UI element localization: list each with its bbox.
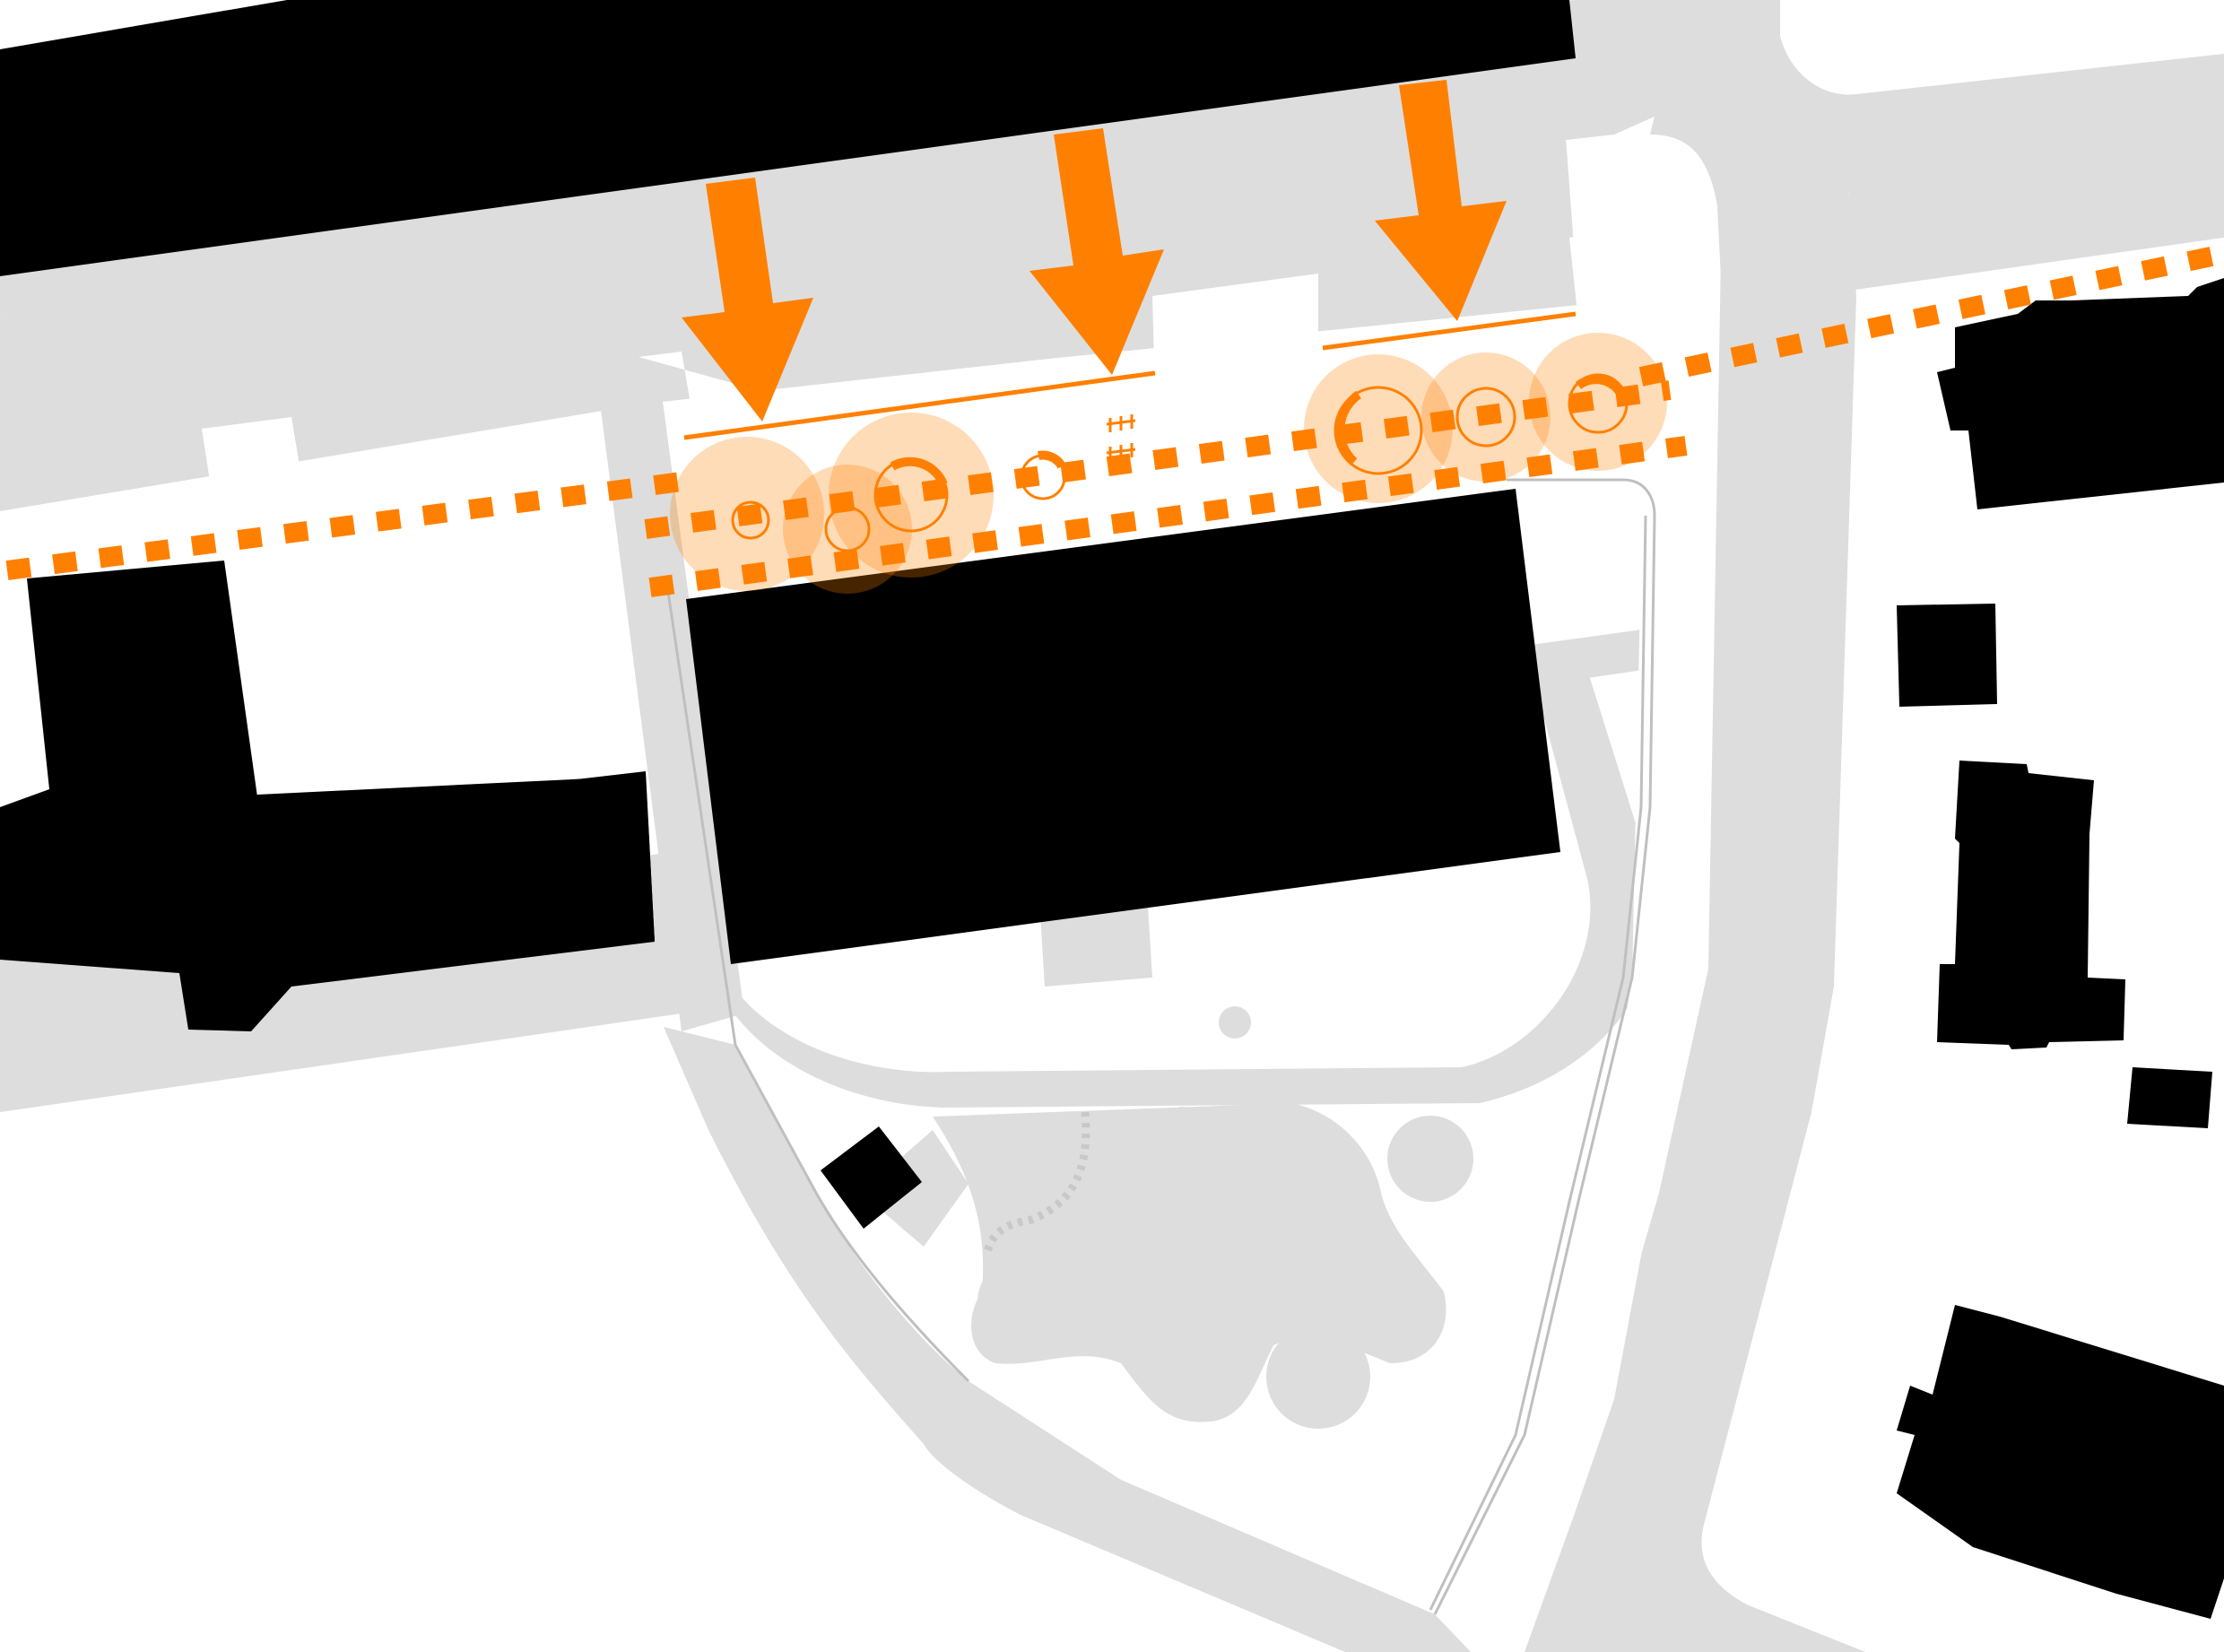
outlines — [666, 478, 1656, 1615]
building-kiosk — [821, 1126, 922, 1229]
dashed-boundary-plaza-top — [1638, 244, 2224, 387]
arrow-east — [1375, 80, 1507, 321]
tree-canopy-3 — [1125, 1266, 1251, 1392]
arc-1 — [890, 456, 948, 487]
ring-6 — [1455, 387, 1516, 448]
zone-circle-3 — [829, 413, 994, 578]
frontage-lines — [683, 311, 1577, 440]
park-meadow — [933, 1103, 1446, 1422]
dashed-boundary-plaza-bottom — [648, 436, 1688, 597]
path-outline-east — [1433, 478, 1656, 1615]
building-west-low — [0, 776, 655, 960]
tree-canopy-4 — [1266, 1325, 1370, 1429]
dashed-boundary-inner — [644, 380, 1672, 539]
building-east-3 — [1937, 761, 2125, 1049]
open-space-northwest — [202, 417, 623, 843]
road-east-main — [1638, 178, 1865, 1652]
frontage-line-1 — [683, 370, 1156, 440]
road-east-cross — [1847, 126, 2224, 285]
loop-path-ring — [708, 641, 1657, 1108]
ring-1 — [731, 500, 770, 540]
building-main — [686, 489, 1560, 964]
lane-west — [592, 341, 744, 1031]
building-east-1 — [1937, 278, 2224, 509]
zone-circle-6 — [1529, 333, 1667, 471]
arrow-center — [1029, 128, 1164, 375]
dashed-boundary-north — [5, 472, 683, 580]
bench-symbols — [1106, 414, 1136, 461]
ring-5 — [1334, 386, 1423, 475]
building-east-5 — [1897, 1305, 2224, 1619]
east-walkway — [1525, 628, 1655, 686]
bench-2 — [1106, 443, 1136, 461]
zone-circle-4 — [1304, 354, 1453, 503]
tree-canopy-5 — [1387, 1116, 1473, 1202]
curved-path-south — [664, 1027, 1471, 1652]
kiosk-forecourt — [861, 1130, 969, 1247]
building-east-2 — [1897, 604, 1997, 707]
bench-1 — [1106, 414, 1136, 432]
tree-canopy-1 — [1099, 1139, 1174, 1214]
open-space-south-east — [1435, 133, 1722, 1652]
path-outline-west — [666, 591, 970, 1383]
road-north-bend — [1646, 0, 2224, 296]
road-overlay — [1638, 0, 2224, 1652]
accent-overlays — [5, 80, 2224, 597]
approach-arrows — [682, 80, 1507, 422]
building-north-long — [0, 0, 1576, 276]
arrow-west — [682, 178, 813, 422]
tree-canopy-7 — [1219, 1006, 1251, 1039]
tree-canopy-8 — [1169, 1107, 1195, 1132]
tree-canopy-2 — [977, 1256, 1071, 1349]
path-outline-east-inner — [1429, 515, 1647, 1611]
building-east-4 — [2127, 1067, 2212, 1128]
service-strip — [1040, 906, 1152, 987]
boundary-dashes — [5, 244, 2224, 597]
frontage-line-2 — [1322, 311, 1577, 351]
tree-canopy-6 — [1365, 1257, 1433, 1326]
dotted-trail — [982, 1111, 1090, 1257]
